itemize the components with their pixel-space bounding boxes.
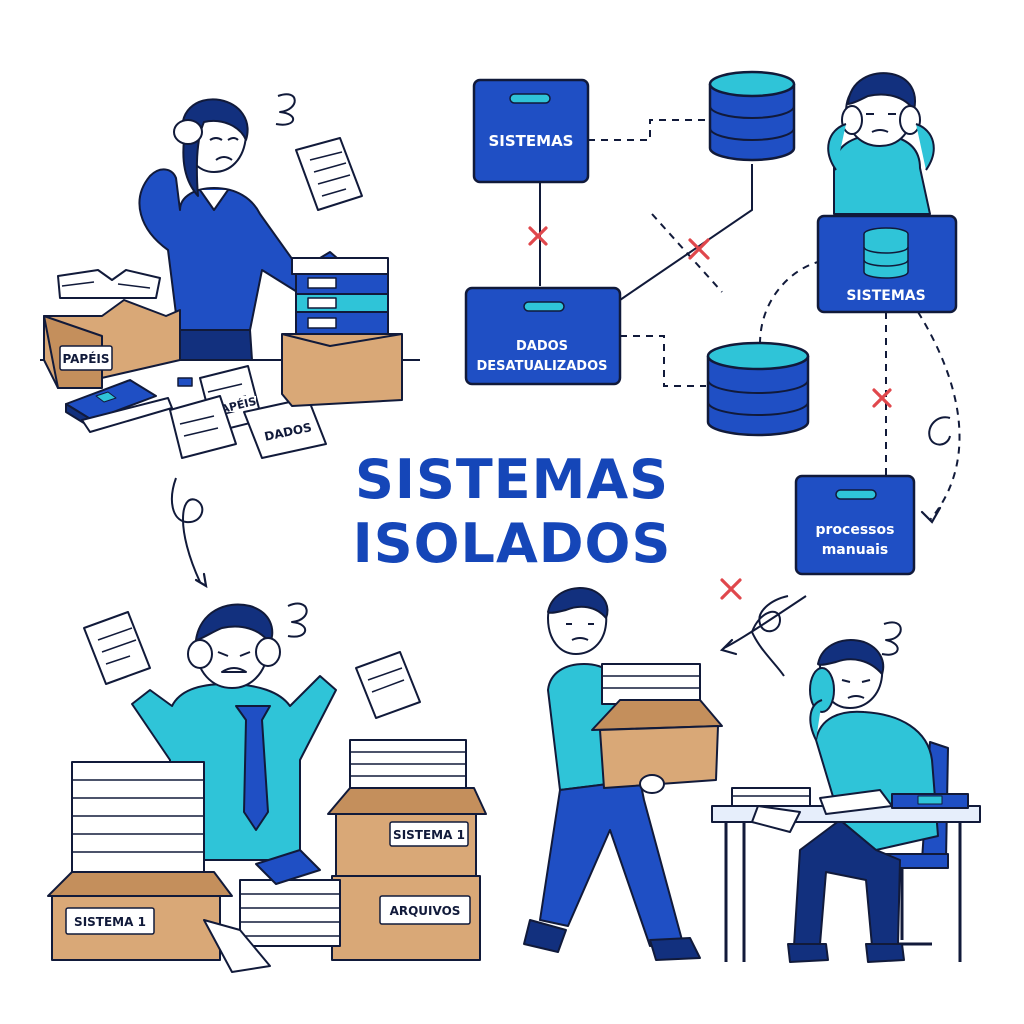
connector-dados-to-db-bottom [620,335,706,387]
database-icon [708,70,796,162]
paper-icon [355,651,421,719]
node-sistemas-right: SISTEMAS [816,214,958,314]
connector-sistemas-to-db-top [588,119,712,141]
scene-man-top-right [827,72,935,215]
paper-stack [601,663,701,705]
error-x-icon [528,226,548,246]
scene-woman-papers: PAPÉIS DAPÉIS DADOS [40,93,420,459]
node-sistemas-top: SISTEMAS [472,78,590,184]
connector-db-top-to-dados [619,164,753,301]
database-icon [863,227,909,279]
paper-stack [349,739,467,789]
connector-cross-dashed [651,213,723,293]
node-processos-label-line2: manuais [822,542,889,558]
connector-db-bottom-to-sistemas-right [759,261,819,345]
scene-man-carrying-box [523,587,723,961]
paper-icon [83,611,151,685]
box-label-arquivos: ARQUIVOS [390,904,461,918]
node-sistemas-right-label: SISTEMAS [846,288,925,304]
cardboard-box [591,699,723,789]
node-sistemas-top-label: SISTEMAS [488,132,573,150]
error-x-icon [872,388,892,408]
binder-stack [291,257,389,335]
cardboard-box: ARQUIVOS [331,875,481,961]
box-label-sistema1-left: SISTEMA 1 [74,915,146,929]
paper-icon [295,137,363,211]
database-icon [706,341,810,437]
folder-icon [65,379,173,433]
node-processos-label-line1: processos [816,522,895,538]
cardboard-box: SISTEMA 1 [47,871,233,961]
node-dados-desatualizados: DADOS DESATUALIZADOS [464,286,622,386]
error-marks [528,226,892,600]
title-line1: SISTEMAS [355,448,669,511]
connector-sistemas-right-curve [917,311,961,521]
cardboard-box: PAPÉIS [43,269,181,389]
scene-man-boxes: SISTEMA 1 SISTEMA 1 ARQUIVOS [47,602,487,973]
paper-stack [71,761,205,873]
title-line2: ISOLADOS [353,512,672,575]
doodle-curls [170,416,951,677]
cardboard-box: SISTEMA 1 [327,787,487,877]
box-label-sistema1-top: SISTEMA 1 [393,828,465,842]
node-processos-manuais: processos manuais [794,474,916,576]
paper-icon [169,395,237,459]
paper-stack [239,879,341,947]
error-x-icon [720,578,742,600]
box-label-papeis: PAPÉIS [62,351,109,366]
node-dados-label-line2: DESATUALIZADOS [477,359,608,374]
node-dados-label-line1: DADOS [516,339,568,354]
paper-icon: DADOS [243,397,327,459]
error-x-icon [688,238,710,260]
connector-processos-to-worker [723,595,807,649]
scene-man-desk [711,621,981,963]
